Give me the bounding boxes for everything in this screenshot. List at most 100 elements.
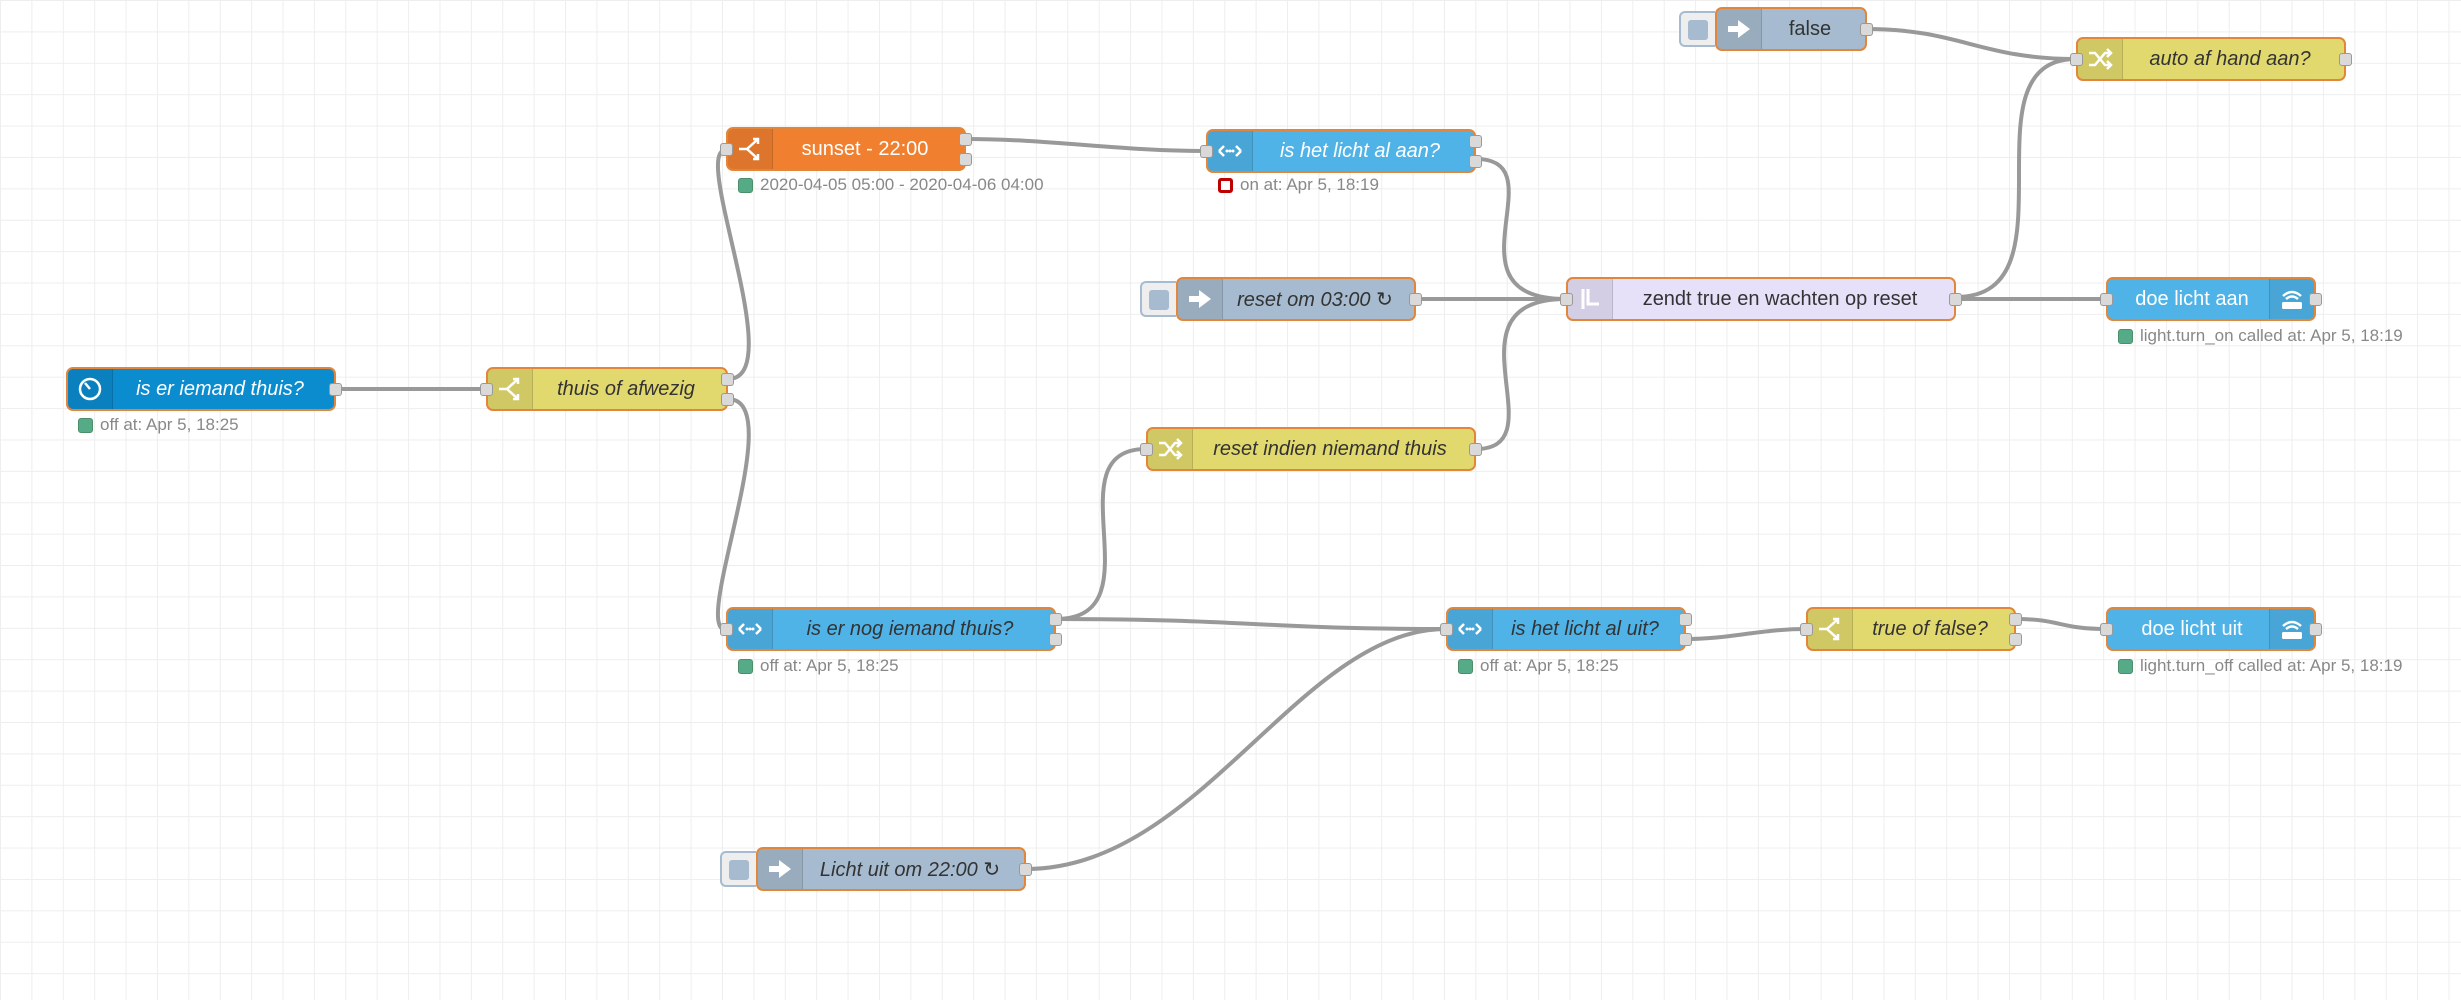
nog-iemand-node[interactable]: is er nog iemand thuis? — [720, 607, 1062, 651]
status-dot — [2118, 328, 2133, 344]
node-label: sunset - 22:00 — [801, 137, 929, 160]
output-port-2[interactable] — [1469, 155, 1482, 168]
input-port[interactable] — [1200, 145, 1213, 158]
output-port-1[interactable] — [2009, 613, 2022, 626]
reset-0300-node[interactable]: reset om 03:00 ↻ — [1176, 277, 1422, 321]
node-label: false — [1788, 17, 1832, 40]
status-dot — [738, 658, 753, 674]
output-port[interactable] — [2339, 53, 2352, 66]
output-port-2[interactable] — [959, 153, 972, 166]
status-dot — [1458, 658, 1473, 674]
output-port-2[interactable] — [1049, 633, 1062, 646]
timer-icon — [68, 369, 113, 409]
reset-niemand-node[interactable]: reset indien niemand thuis — [1140, 427, 1482, 471]
output-port[interactable] — [329, 383, 342, 396]
arrow-in-icon — [758, 849, 803, 889]
status-dot — [1218, 177, 1233, 193]
shuffle-icon — [2078, 39, 2123, 79]
node-label: reset indien niemand thuis — [1213, 437, 1447, 460]
input-port[interactable] — [1140, 443, 1153, 456]
output-port-1[interactable] — [1049, 613, 1062, 626]
output-port[interactable] — [1469, 443, 1482, 456]
wire-nog-to-niemand[interactable] — [1055, 447, 1147, 621]
switch-icon — [728, 129, 773, 169]
output-port[interactable] — [2309, 623, 2322, 636]
doe-licht-aan-status: light.turn_on called at: Apr 5, 18:19 — [2118, 326, 2403, 346]
iemand-thuis-node[interactable]: is er iemand thuis? — [66, 367, 342, 411]
output-port-2[interactable] — [2009, 633, 2022, 646]
input-port[interactable] — [720, 143, 733, 156]
zendt-true-gate-node[interactable]: zendt true en wachten op reset — [1560, 277, 1962, 321]
node-label: zendt true en wachten op reset — [1642, 287, 1918, 310]
sunset-time-node[interactable]: sunset - 22:00 — [720, 127, 972, 171]
input-port[interactable] — [720, 623, 733, 636]
wire-niemand-to-zendt[interactable] — [1475, 297, 1567, 451]
status-text: off at: Apr 5, 18:25 — [760, 656, 899, 675]
wire-truefalse-to-doe-uit[interactable] — [2015, 617, 2107, 631]
status-text: on at: Apr 5, 18:19 — [1240, 175, 1379, 194]
output-port-1[interactable] — [1679, 613, 1692, 626]
input-port[interactable] — [2070, 53, 2083, 66]
doe-licht-uit-node[interactable]: doe licht uit — [2100, 607, 2322, 651]
arrow-in-icon — [1717, 9, 1762, 49]
licht-uit-2200-node[interactable]: Licht uit om 22:00 ↻ — [756, 847, 1032, 891]
wire-uit-to-truefalse[interactable] — [1685, 627, 1807, 641]
wire-zendt-to-auto[interactable] — [1955, 57, 2077, 299]
output-port-2[interactable] — [1679, 633, 1692, 646]
false-inject-button[interactable] — [1679, 11, 1715, 47]
reset-0300-inject-button[interactable] — [1140, 281, 1176, 317]
node-label: reset om 03:00 ↻ — [1237, 288, 1393, 311]
input-port[interactable] — [1440, 623, 1453, 636]
output-port-1[interactable] — [1469, 135, 1482, 148]
output-port[interactable] — [1949, 293, 1962, 306]
output-port[interactable] — [1860, 23, 1873, 36]
doe-licht-uit-status: light.turn_off called at: Apr 5, 18:19 — [2118, 656, 2402, 676]
thuis-afwezig-node[interactable]: thuis of afwezig — [480, 367, 734, 411]
licht-al-aan-node[interactable]: is het licht al aan? — [1200, 129, 1482, 173]
input-port[interactable] — [480, 383, 493, 396]
status-dot — [738, 177, 753, 193]
wire-2200-to-uit[interactable] — [1025, 627, 1447, 871]
output-port[interactable] — [1019, 863, 1032, 876]
true-false-node[interactable]: true of false? — [1800, 607, 2022, 651]
output-port-1[interactable] — [959, 133, 972, 146]
output-port-1[interactable] — [721, 373, 734, 386]
input-port[interactable] — [1560, 293, 1573, 306]
input-port[interactable] — [1800, 623, 1813, 636]
switch-icon — [488, 369, 533, 409]
shuffle-icon — [1148, 429, 1193, 469]
node-label: doe licht aan — [2135, 287, 2249, 310]
wire-thuis-to-nog[interactable] — [715, 397, 751, 632]
output-port[interactable] — [2309, 293, 2322, 306]
node-label: is er nog iemand thuis? — [806, 617, 1014, 640]
nog-iemand-status: off at: Apr 5, 18:25 — [738, 656, 899, 676]
wire-nog-to-uit[interactable] — [1055, 617, 1447, 631]
wire-sunset-to-aan[interactable] — [965, 137, 1207, 153]
output-port-2[interactable] — [721, 393, 734, 406]
status-text: light.turn_on called at: Apr 5, 18:19 — [2140, 326, 2403, 345]
false-inject-node[interactable]: false — [1715, 7, 1873, 51]
input-port[interactable] — [2100, 623, 2113, 636]
input-port[interactable] — [2100, 293, 2113, 306]
switch-icon — [1808, 609, 1853, 649]
node-label: auto af hand aan? — [2149, 47, 2311, 70]
node-label: thuis of afwezig — [557, 377, 695, 400]
node-label: doe licht uit — [2141, 617, 2243, 640]
licht-al-uit-node[interactable]: is het licht al uit? — [1440, 607, 1692, 651]
wire-thuis-to-sunset[interactable] — [715, 148, 751, 381]
iemand-thuis-status: off at: Apr 5, 18:25 — [78, 415, 239, 435]
sunset-status: 2020-04-05 05:00 - 2020-04-06 04:00 — [738, 175, 1044, 195]
output-port[interactable] — [1409, 293, 1422, 306]
status-text: 2020-04-05 05:00 - 2020-04-06 04:00 — [760, 175, 1044, 194]
node-label: is er iemand thuis? — [136, 377, 304, 400]
wire-aan-to-zendt[interactable] — [1475, 157, 1567, 301]
node-label: is het licht al aan? — [1279, 139, 1441, 162]
licht-uit-2200-inject-button[interactable] — [720, 851, 756, 887]
licht-al-aan-status: on at: Apr 5, 18:19 — [1218, 175, 1379, 195]
doe-licht-aan-node[interactable]: doe licht aan — [2100, 277, 2322, 321]
wire-false-to-auto[interactable] — [1865, 27, 2077, 61]
auto-af-hand-node[interactable]: auto af hand aan? — [2070, 37, 2352, 81]
status-text: light.turn_off called at: Apr 5, 18:19 — [2140, 656, 2403, 675]
